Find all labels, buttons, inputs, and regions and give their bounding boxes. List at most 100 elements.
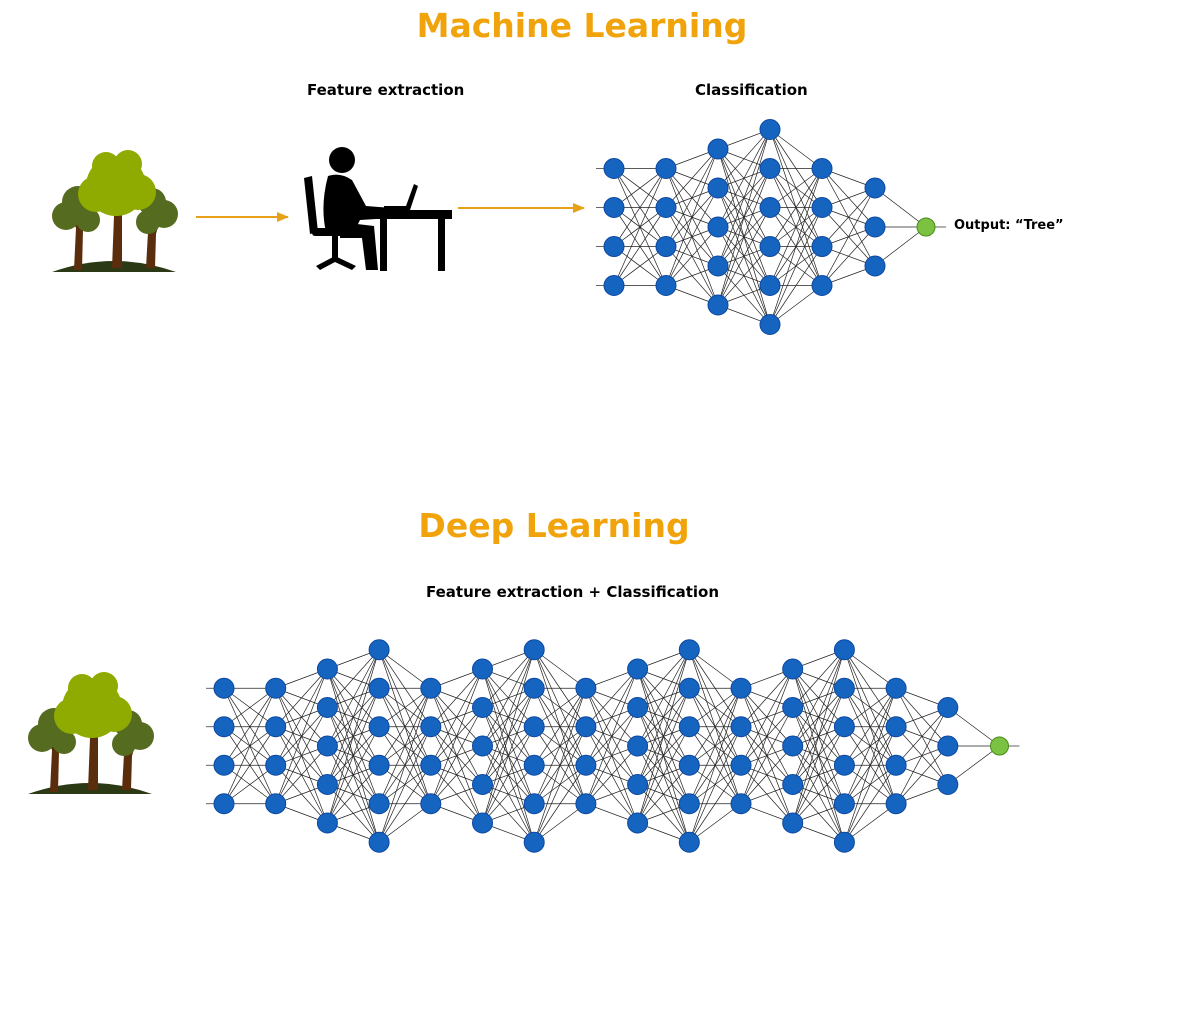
ml-neuron	[759, 119, 781, 140]
dl-connection	[430, 668, 483, 727]
dl-connection	[327, 726, 380, 824]
dl-neuron	[213, 677, 235, 699]
dl-connection	[223, 688, 277, 804]
dl-connection	[585, 707, 638, 804]
dl-connection	[844, 765, 897, 843]
dl-connection	[895, 707, 949, 766]
ml-neuron	[707, 177, 729, 199]
dl-neuron	[523, 716, 545, 738]
dl-connection	[792, 765, 845, 824]
ml-neuron	[603, 197, 625, 218]
dl-connection	[792, 726, 845, 824]
ml-neuron	[655, 236, 677, 257]
dl-neuron	[885, 716, 907, 738]
dl-connection	[844, 726, 897, 843]
ml-connection	[769, 168, 823, 325]
dl-neuron	[523, 677, 545, 699]
ml-connection	[665, 148, 719, 208]
dl-connection	[637, 649, 690, 747]
ml-neuron	[603, 275, 625, 296]
dl-connection	[378, 688, 432, 766]
dl-neuron	[265, 716, 287, 738]
dl-neuron	[833, 754, 855, 776]
ml-connection	[613, 168, 667, 286]
dl-neuron	[627, 812, 649, 834]
ml-neuron	[759, 158, 781, 179]
ml-neural-network	[596, 119, 946, 335]
ml-connection	[769, 168, 823, 247]
dl-connection	[844, 687, 897, 728]
ml-neuron	[811, 236, 833, 257]
dl-neuron	[472, 812, 493, 834]
ml-neuron	[707, 255, 729, 277]
dl-neuron	[730, 677, 752, 699]
dl-connection	[378, 803, 432, 843]
dl-connection	[585, 668, 638, 766]
ml-connection	[717, 129, 771, 189]
dl-neuron	[420, 677, 442, 699]
dl-neuron	[782, 735, 804, 757]
ml-connection	[769, 285, 823, 325]
dl-connection	[327, 649, 380, 747]
ml-neuron	[707, 216, 729, 238]
ml-neuron	[864, 255, 886, 277]
dl-connection	[533, 649, 587, 689]
dl-neuron	[316, 774, 338, 795]
dl-connection	[430, 668, 483, 766]
ml-connection	[769, 168, 823, 286]
dl-neuron	[316, 812, 338, 834]
ml-neuron	[759, 314, 781, 335]
dl-connection	[637, 726, 690, 824]
ml-connection	[613, 168, 667, 208]
dl-neuron	[627, 774, 649, 795]
dl-neuron	[678, 716, 700, 738]
dl-neuron	[265, 677, 287, 699]
ml-neuron	[655, 197, 677, 218]
ml-connection	[665, 148, 719, 286]
dl-connection	[275, 745, 328, 804]
feature-extraction-label: Feature extraction	[307, 81, 465, 99]
dl-connection	[327, 649, 380, 708]
machine-learning-title: Machine Learning	[416, 6, 748, 45]
ml-neuron	[759, 236, 781, 257]
ml-neuron	[655, 158, 677, 179]
deep-learning-title: Deep Learning	[418, 506, 690, 545]
dl-connection	[688, 688, 742, 843]
dl-neuron	[627, 697, 649, 718]
dl-neuron	[782, 658, 804, 680]
dl-connection	[275, 668, 328, 804]
ml-neuron	[603, 236, 625, 257]
dl-connection	[482, 649, 535, 708]
ml-connection	[821, 187, 876, 247]
ml-neuron	[811, 158, 833, 179]
dl-neuron	[265, 754, 287, 776]
dl-connection	[844, 688, 897, 766]
dl-connection	[378, 765, 432, 843]
ml-neuron	[759, 275, 781, 296]
dl-connection	[947, 707, 1000, 747]
dl-connection	[533, 688, 587, 843]
dl-connection	[223, 764, 276, 805]
dl-neuron	[627, 735, 649, 757]
dl-connection	[533, 688, 587, 804]
dl-connection	[482, 726, 535, 824]
ml-connection	[717, 168, 771, 306]
dl-connection	[275, 668, 328, 727]
dl-neuron	[213, 754, 235, 776]
dl-connection	[533, 765, 587, 843]
ml-output-neuron	[916, 217, 936, 237]
dl-neuron	[885, 793, 907, 815]
dl-connection	[740, 668, 794, 766]
ml-connection	[821, 226, 876, 286]
dl-connection	[585, 745, 638, 804]
dl-neuron	[678, 754, 700, 776]
dl-neuron	[368, 639, 390, 661]
dl-connection	[689, 765, 742, 843]
dl-connection	[533, 687, 587, 728]
dl-connection	[327, 688, 380, 824]
ml-connection	[613, 207, 667, 286]
dl-connection	[223, 726, 276, 804]
ml-neuron	[759, 197, 781, 218]
dl-connection	[689, 688, 742, 766]
